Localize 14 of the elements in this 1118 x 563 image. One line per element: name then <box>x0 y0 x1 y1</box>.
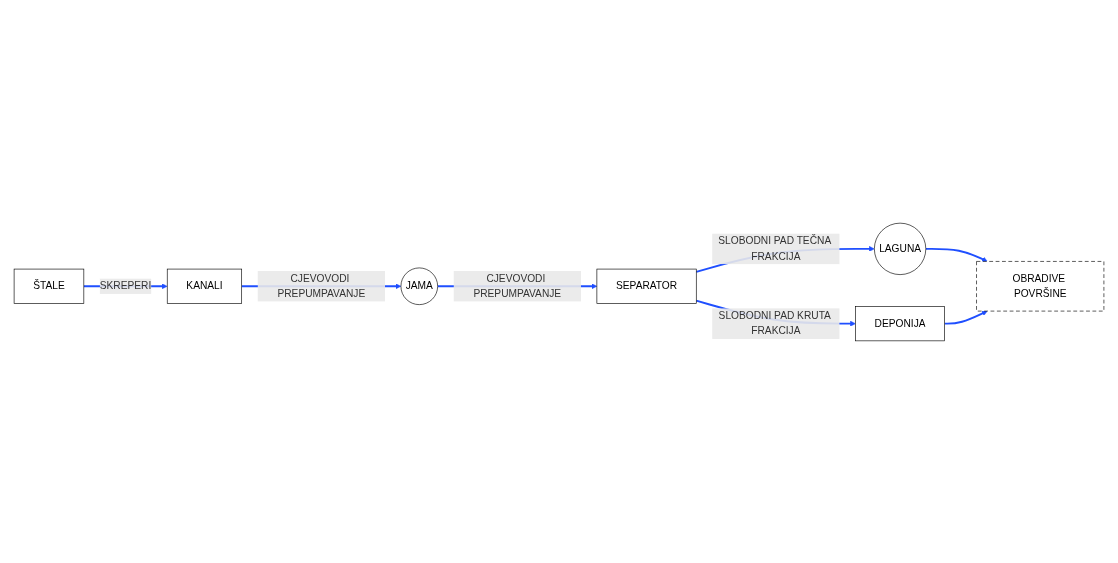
node-circle: JAMA <box>400 267 438 305</box>
edge-label: CJEVOVODI PREPUMPAVANJE <box>473 272 562 299</box>
node-box: DEPONIJA <box>855 305 945 341</box>
node-box: OBRADIVE POVRŠINE <box>976 260 1105 311</box>
edge-label: SLOBODNI PAD TEČNA FRAKCIJA <box>718 235 831 262</box>
edge-label: CJEVOVODI PREPUMPAVANJE <box>277 272 366 299</box>
node-box: ŠTALE <box>13 268 85 304</box>
arrow <box>924 247 988 262</box>
node-circle: LAGUNA <box>874 222 927 275</box>
node-box: KANALI <box>166 268 242 304</box>
edge-label: SKREPERI <box>99 280 152 291</box>
edge-label: SLOBODNI PAD KRUTA FRAKCIJA <box>718 309 831 336</box>
node-box: SEPARATOR <box>596 268 697 304</box>
arrow <box>943 310 988 325</box>
